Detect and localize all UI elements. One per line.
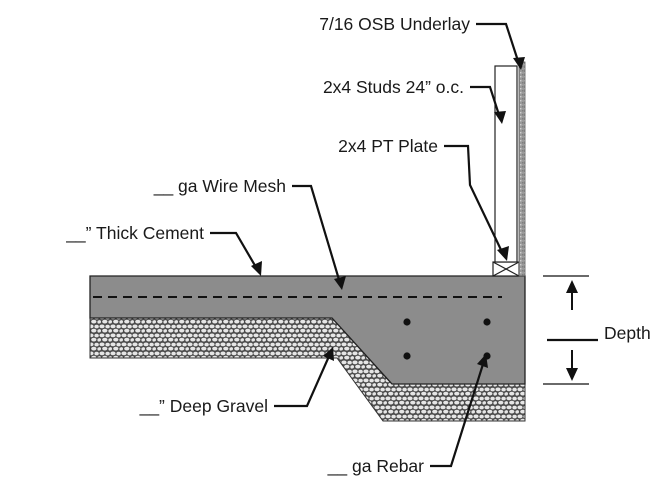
gravel-depth-label: __” Deep Gravel — [139, 396, 268, 417]
cement-thickness-label: __” Thick Cement — [65, 223, 204, 244]
wire-mesh-label: __ ga Wire Mesh — [153, 176, 286, 197]
rebar-label: __ ga Rebar — [327, 456, 424, 477]
stud — [494, 65, 518, 263]
leader-lines — [210, 22, 525, 468]
osb-underlay — [518, 61, 526, 277]
depth-dimension — [543, 275, 598, 385]
pt-plate-label: 2x4 PT Plate — [338, 136, 438, 156]
osb-underlay-label: 7/16 OSB Underlay — [319, 14, 470, 34]
studs-label: 2x4 Studs 24” o.c. — [323, 77, 464, 97]
rebar-dot — [403, 318, 411, 326]
rebar-dot — [483, 318, 491, 326]
depth-label: Depth — [604, 323, 651, 343]
rebar-dot — [403, 352, 411, 360]
pt-plate — [492, 261, 520, 277]
